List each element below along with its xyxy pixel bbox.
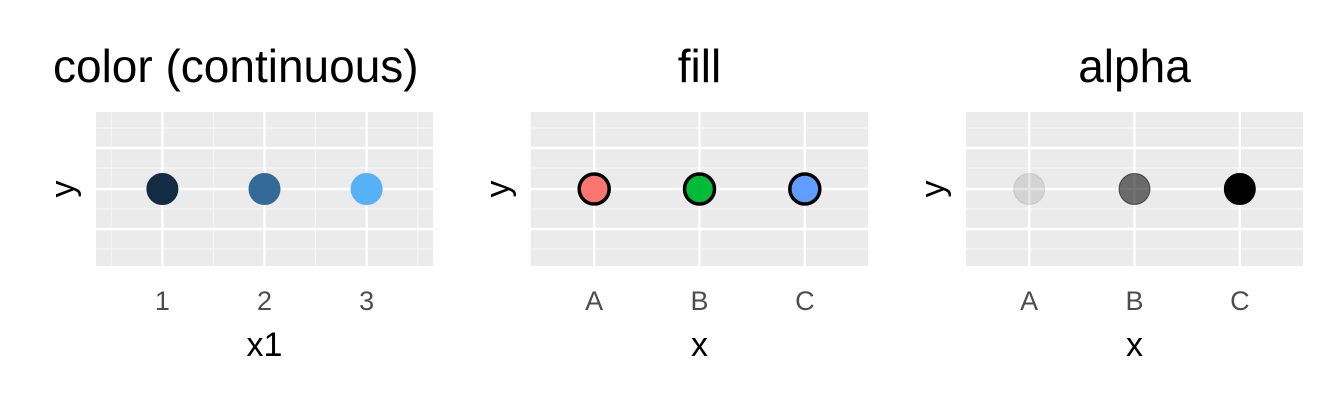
x-tick-label: 3 (359, 286, 374, 316)
x-axis-label-alpha: x (1126, 326, 1143, 364)
points-color (146, 173, 383, 205)
x-tick-label: A (1020, 286, 1038, 316)
facet-alpha: alpha A B C x y (914, 40, 1303, 364)
facet-color: color (continuous) 1 2 3 x1 y (44, 40, 433, 364)
x-axis-label-fill: x (691, 326, 708, 364)
facet-title-alpha: alpha (1078, 40, 1191, 92)
data-point (350, 173, 383, 205)
data-point (682, 172, 717, 206)
points-fill (577, 172, 822, 206)
y-axis-label-color: y (44, 181, 82, 198)
facet-title-fill: fill (678, 40, 721, 92)
data-point (577, 172, 611, 206)
x-tick-labels-alpha: A B C (1020, 286, 1249, 316)
x-tick-label: A (585, 286, 603, 316)
data-point (248, 173, 281, 205)
data-point (1118, 173, 1151, 205)
data-point (1013, 173, 1046, 205)
data-point (146, 173, 179, 205)
facet-title-color: color (continuous) (53, 40, 419, 92)
y-axis-label-fill: y (479, 181, 517, 198)
points-alpha (1013, 173, 1256, 205)
x-tick-label: C (795, 286, 815, 316)
x-tick-label: B (690, 286, 708, 316)
x-axis-label-color: x1 (247, 326, 283, 364)
x-tick-label: B (1125, 286, 1143, 316)
x-tick-labels-color: 1 2 3 (155, 286, 374, 316)
data-point (1223, 173, 1256, 205)
x-tick-label: C (1230, 286, 1250, 316)
x-tick-label: 1 (155, 286, 170, 316)
y-axis-label-alpha: y (914, 181, 952, 198)
facet-fill: fill A B C x y (479, 40, 868, 364)
x-tick-labels-fill: A B C (585, 286, 814, 316)
x-tick-label: 2 (257, 286, 272, 316)
data-point (788, 172, 822, 206)
